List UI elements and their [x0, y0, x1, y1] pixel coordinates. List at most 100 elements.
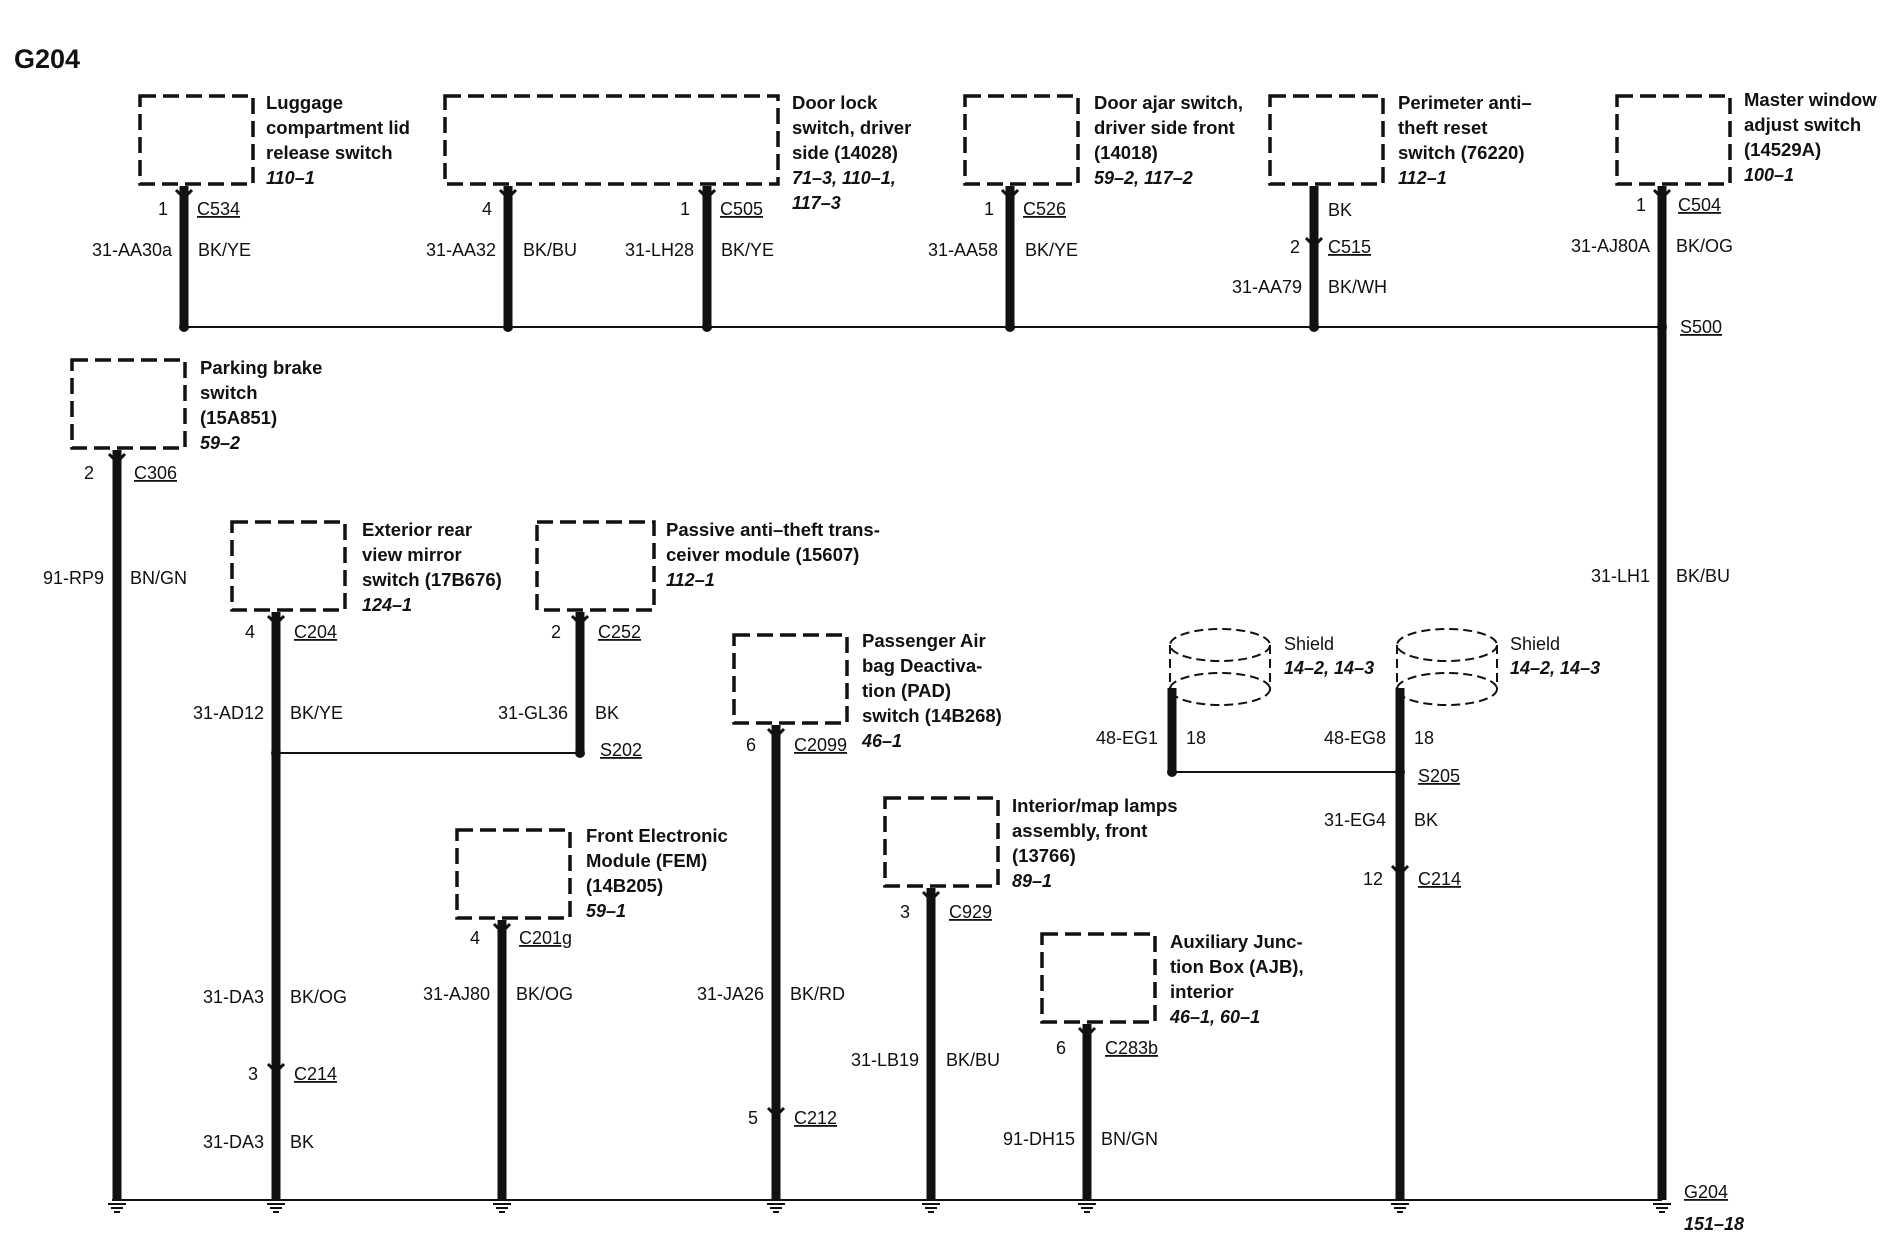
- circuit-31-ja26: 31-JA26: [697, 984, 764, 1004]
- svg-text:100–1: 100–1: [1744, 165, 1794, 185]
- circuit-31-gl36: 31-GL36: [498, 703, 568, 723]
- component-luggage-lid-switch: Luggage compartment lid release switch 1…: [138, 92, 410, 188]
- svg-text:89–1: 89–1: [1012, 871, 1052, 891]
- circuit-31-aa58: 31-AA58: [928, 240, 998, 260]
- svg-text:112–1: 112–1: [666, 570, 715, 590]
- connector-c526: C526: [1023, 199, 1066, 219]
- pin-number: 6: [1056, 1038, 1066, 1058]
- gauge-18: 18: [1186, 728, 1206, 748]
- pin-number: 4: [245, 622, 255, 642]
- svg-text:release switch: release switch: [266, 142, 393, 163]
- svg-text:Front Electronic: Front Electronic: [586, 825, 728, 846]
- component-exterior-mirror-switch: Exterior rear view mirror switch (17B676…: [230, 519, 502, 615]
- connector-c201g: C201g: [519, 928, 572, 948]
- svg-text:Passive anti–theft trans-: Passive anti–theft trans-: [666, 519, 880, 540]
- svg-text:Parking brake: Parking brake: [200, 357, 322, 378]
- pin-number: 5: [748, 1108, 758, 1128]
- circuit-31-aj80a: 31-AJ80A: [1571, 236, 1650, 256]
- color-bk: BK: [1414, 810, 1438, 830]
- svg-text:(15A851): (15A851): [200, 407, 277, 428]
- svg-text:switch: switch: [200, 382, 258, 403]
- connector-c929: C929: [949, 902, 992, 922]
- svg-text:112–1: 112–1: [1398, 168, 1447, 188]
- component-door-ajar-switch: Door ajar switch, driver side front (140…: [963, 92, 1243, 188]
- color-bn-gn: BN/GN: [130, 568, 187, 588]
- connector-c214: C214: [1418, 869, 1461, 889]
- color-bk: BK: [595, 703, 619, 723]
- circuit-31-lh1: 31-LH1: [1591, 566, 1650, 586]
- pin-number: 1: [680, 199, 690, 219]
- svg-text:switch (14B268): switch (14B268): [862, 705, 1002, 726]
- circuit-91-dh15: 91-DH15: [1003, 1129, 1075, 1149]
- circuit-48-eg8: 48-EG8: [1324, 728, 1386, 748]
- svg-text:theft reset: theft reset: [1398, 117, 1487, 138]
- component-interior-map-lamps: Interior/map lamps assembly, front (1376…: [883, 795, 1178, 891]
- svg-text:Door ajar switch,: Door ajar switch,: [1094, 92, 1243, 113]
- ground-symbols: [108, 1203, 1671, 1213]
- svg-text:assembly, front: assembly, front: [1012, 820, 1147, 841]
- component-perimeter-antitheft-switch: Perimeter anti– theft reset switch (7622…: [1268, 92, 1532, 188]
- color-bk-ye: BK/YE: [198, 240, 251, 260]
- component-front-electronic-module: Front Electronic Module (FEM) (14B205) 5…: [455, 825, 728, 921]
- svg-text:view mirror: view mirror: [362, 544, 462, 565]
- ground-ref: 151–18: [1684, 1214, 1744, 1234]
- circuit-31-aa79: 31-AA79: [1232, 277, 1302, 297]
- diagram-title: G204: [14, 44, 80, 74]
- svg-text:Exterior rear: Exterior rear: [362, 519, 472, 540]
- connector-c505: C505: [720, 199, 763, 219]
- svg-text:driver side front: driver side front: [1094, 117, 1235, 138]
- component-door-lock-switch: Door lock switch, driver side (14028) 71…: [443, 92, 911, 213]
- color-bk-og: BK/OG: [290, 987, 347, 1007]
- shield-left: Shield 14–2, 14–3: [1169, 628, 1374, 706]
- svg-text:Luggage: Luggage: [266, 92, 343, 113]
- color-bk-rd: BK/RD: [790, 984, 845, 1004]
- svg-text:(14018): (14018): [1094, 142, 1158, 163]
- pin-number: 6: [746, 735, 756, 755]
- circuit-48-eg1: 48-EG1: [1096, 728, 1158, 748]
- pin-number: 1: [984, 199, 994, 219]
- circuit-31-lb19: 31-LB19: [851, 1050, 919, 1070]
- circuit-31-aa32: 31-AA32: [426, 240, 496, 260]
- component-parking-brake-switch: Parking brake switch (15A851) 59–2: [70, 357, 322, 453]
- circuit-31-aj80: 31-AJ80: [423, 984, 490, 1004]
- connector-marks: [107, 188, 1672, 1119]
- svg-text:46–1, 60–1: 46–1, 60–1: [1169, 1007, 1260, 1027]
- splice-dots: [179, 322, 1667, 777]
- svg-text:interior: interior: [1170, 981, 1234, 1002]
- svg-text:46–1: 46–1: [861, 731, 902, 751]
- circuit-91-rp9: 91-RP9: [43, 568, 104, 588]
- svg-text:Shield: Shield: [1510, 634, 1560, 654]
- svg-text:Auxiliary Junc-: Auxiliary Junc-: [1170, 931, 1303, 952]
- circuit-31-aa30a: 31-AA30a: [92, 240, 173, 260]
- svg-text:Door lock: Door lock: [792, 92, 878, 113]
- svg-text:side (14028): side (14028): [792, 142, 898, 163]
- circuit-31-da3: 31-DA3: [203, 987, 264, 1007]
- color-bk: BK: [1328, 200, 1352, 220]
- connector-c252: C252: [598, 622, 641, 642]
- color-bk-ye: BK/YE: [721, 240, 774, 260]
- svg-text:adjust switch: adjust switch: [1744, 114, 1861, 135]
- svg-text:Module (FEM): Module (FEM): [586, 850, 707, 871]
- pin-number: 3: [900, 902, 910, 922]
- svg-text:71–3, 110–1,: 71–3, 110–1,: [792, 168, 896, 188]
- svg-text:switch, driver: switch, driver: [792, 117, 911, 138]
- pin-number: 4: [482, 199, 492, 219]
- component-pad-switch: Passenger Air bag Deactiva- tion (PAD) s…: [732, 630, 1002, 751]
- connector-c212: C212: [794, 1108, 837, 1128]
- pin-number: 1: [158, 199, 168, 219]
- ground-label: G204: [1684, 1182, 1728, 1202]
- component-pats-transceiver: Passive anti–theft trans- ceiver module …: [535, 519, 880, 612]
- svg-text:Interior/map lamps: Interior/map lamps: [1012, 795, 1178, 816]
- svg-text:bag Deactiva-: bag Deactiva-: [862, 655, 982, 676]
- gauge-18: 18: [1414, 728, 1434, 748]
- splice-s202: S202: [600, 740, 642, 760]
- shield-right: Shield 14–2, 14–3: [1396, 628, 1600, 706]
- connector-c283b: C283b: [1105, 1038, 1158, 1058]
- color-bn-gn: BN/GN: [1101, 1129, 1158, 1149]
- svg-text:tion Box (AJB),: tion Box (AJB),: [1170, 956, 1304, 977]
- circuit-31-ad12: 31-AD12: [193, 703, 264, 723]
- connector-c214: C214: [294, 1064, 337, 1084]
- connector-c2099: C2099: [794, 735, 847, 755]
- splice-s205: S205: [1418, 766, 1460, 786]
